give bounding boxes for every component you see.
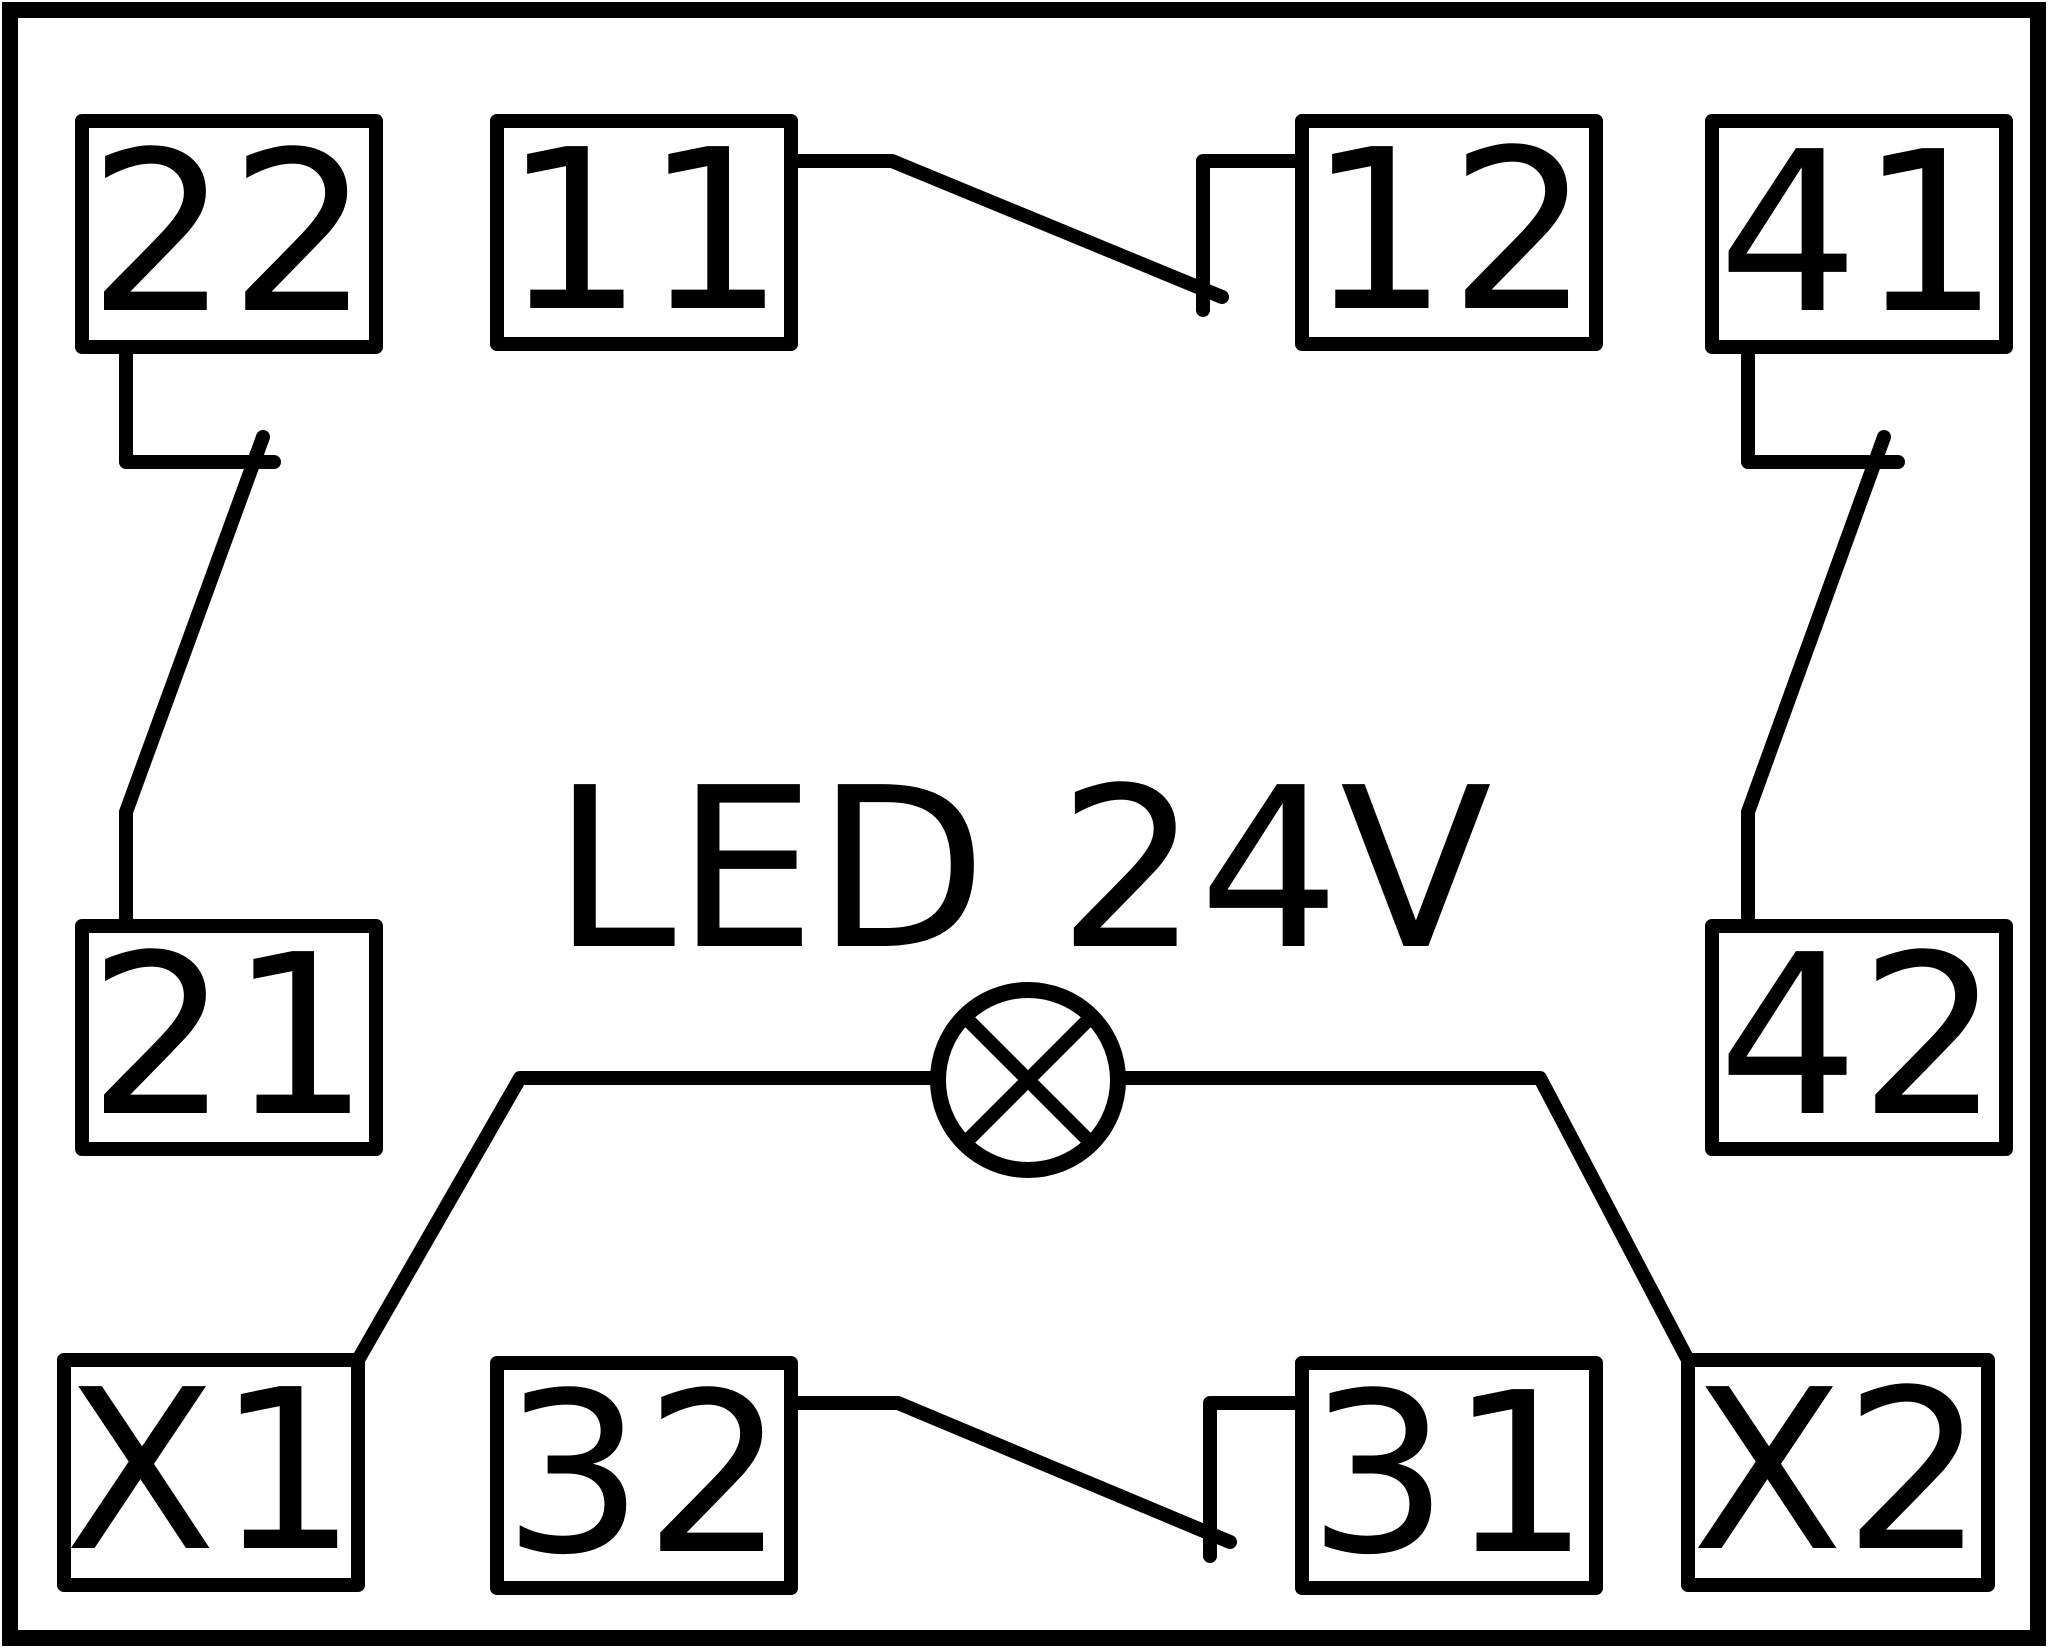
terminal-22: 22	[75, 105, 383, 363]
terminal-label: 42	[1718, 908, 2001, 1166]
contact-21-22	[119, 337, 281, 931]
contact-11-12	[783, 154, 1315, 317]
terminal-32: 32	[490, 1346, 798, 1604]
terminal-21: 21	[75, 908, 383, 1166]
terminal-label: 41	[1718, 105, 2001, 363]
terminal-11: 11	[490, 103, 798, 361]
lamp-circuit	[351, 982, 1695, 1367]
terminal-label: 31	[1308, 1346, 1591, 1604]
terminal-label: 32	[503, 1346, 786, 1604]
terminal-X1: X1	[57, 1343, 365, 1601]
terminal-label: 21	[88, 908, 371, 1166]
terminal-label: 22	[88, 105, 371, 363]
terminal-label: X2	[1691, 1343, 1984, 1601]
terminal-X2: X2	[1681, 1343, 1995, 1601]
lamp-label: LED 24V	[552, 741, 1492, 999]
terminal-label: X1	[64, 1343, 357, 1601]
terminal-41: 41	[1705, 105, 2013, 363]
contact-31-32	[783, 1396, 1323, 1563]
terminal-label: 12	[1308, 103, 1591, 361]
terminal-31: 31	[1295, 1346, 1603, 1604]
terminal-42: 42	[1705, 908, 2013, 1166]
terminal-12: 12	[1295, 103, 1603, 361]
contact-41-42	[1741, 337, 1905, 931]
terminal-label: 11	[503, 103, 786, 361]
